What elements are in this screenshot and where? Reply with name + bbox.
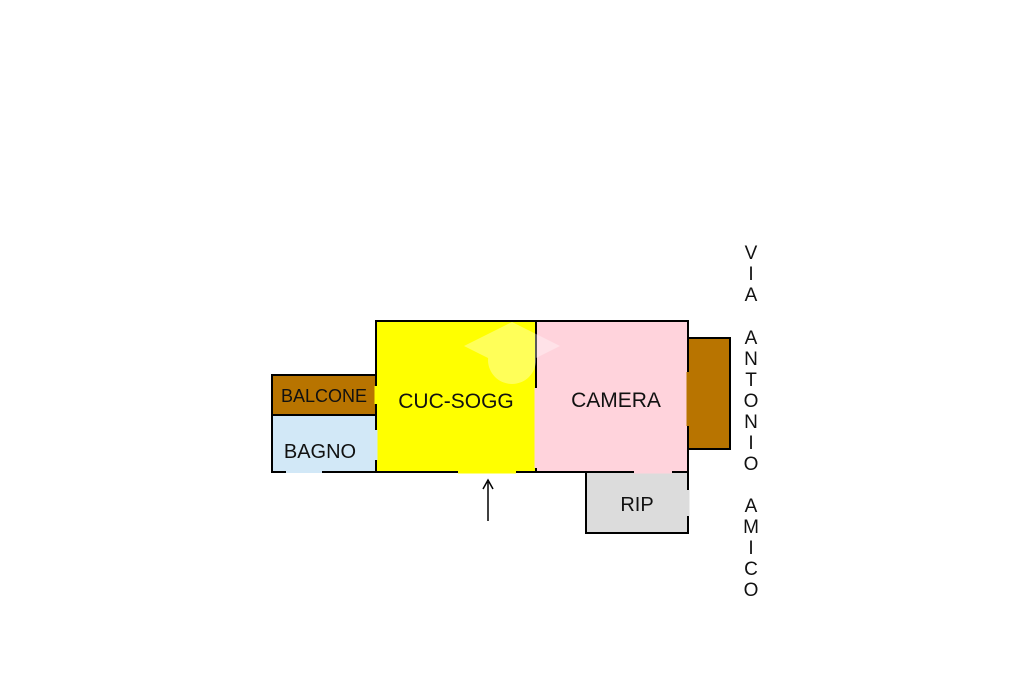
street-letter: I bbox=[748, 264, 754, 285]
street-letter: N bbox=[744, 412, 758, 433]
street-letter: A bbox=[744, 328, 758, 349]
room-camera bbox=[535, 320, 689, 473]
room-bagno bbox=[271, 414, 377, 473]
watermark-logo-icon bbox=[464, 322, 560, 384]
label-camera: CAMERA bbox=[571, 389, 661, 412]
room-ripostiglio bbox=[585, 471, 689, 534]
street-letter: I bbox=[748, 538, 754, 559]
street-letter: A bbox=[744, 496, 758, 517]
label-bagno: BAGNO bbox=[284, 441, 356, 463]
street-letter: C bbox=[744, 559, 758, 580]
street-letter: A bbox=[744, 285, 758, 306]
street-letter: O bbox=[743, 580, 759, 601]
street-letter: V bbox=[744, 243, 758, 264]
street-letter: M bbox=[743, 517, 759, 538]
street-letter: O bbox=[743, 454, 759, 475]
room-balcone-camera bbox=[687, 337, 731, 450]
room-balcone bbox=[271, 374, 377, 416]
entrance-arrow-icon bbox=[482, 478, 494, 521]
street-letter: N bbox=[744, 349, 758, 370]
street-letter: O bbox=[743, 391, 759, 412]
label-balcone: BALCONE bbox=[281, 386, 367, 406]
street-letter: T bbox=[745, 370, 757, 391]
door-openings bbox=[286, 330, 690, 516]
room-cucina-soggiorno bbox=[375, 320, 537, 473]
label-cucina-soggiorno: CUC-SOGG bbox=[398, 390, 514, 413]
street-letter: I bbox=[748, 433, 754, 454]
label-ripostiglio: RIP bbox=[620, 494, 653, 516]
